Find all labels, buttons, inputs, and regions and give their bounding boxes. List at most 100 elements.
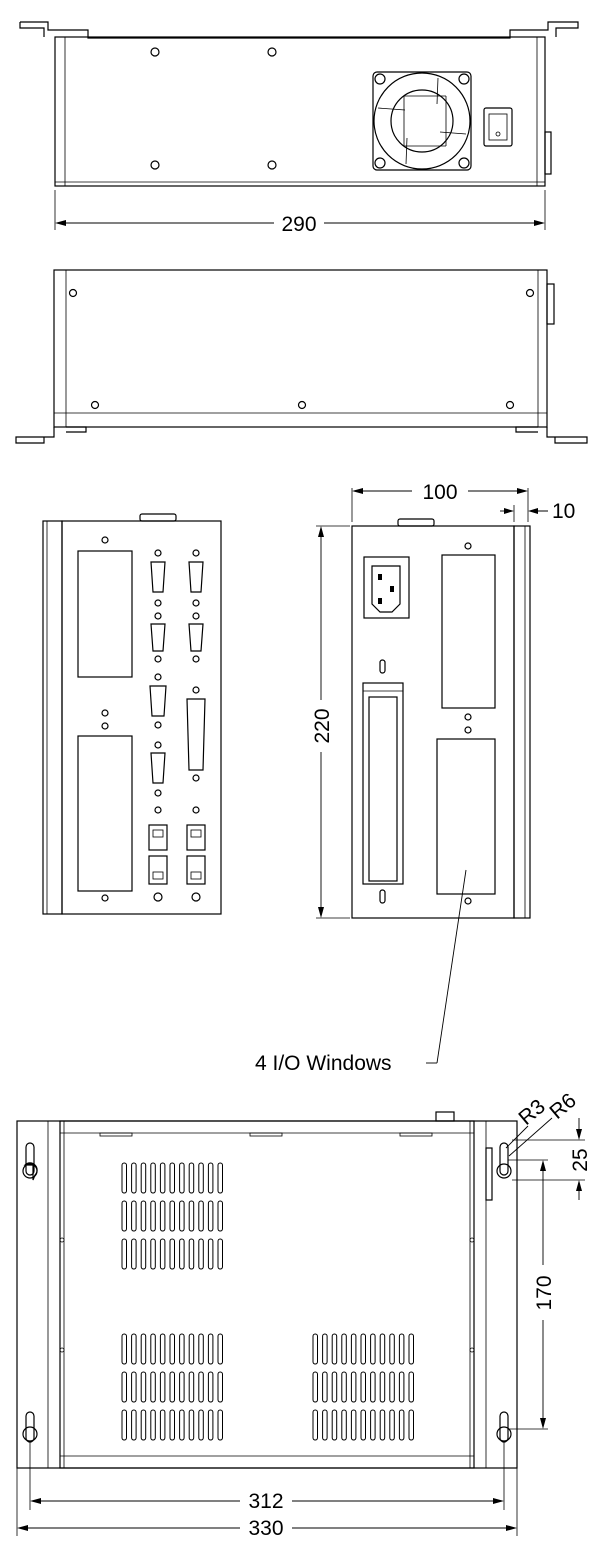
vent-slot <box>379 1409 386 1441</box>
vent-slot <box>370 1371 376 1403</box>
front-panel-view: 100 10 220 4 I/O Windows <box>255 481 575 1075</box>
vent-slot <box>188 1371 195 1403</box>
vent-slot <box>131 1371 137 1403</box>
side-tab <box>544 131 552 175</box>
screw-hole <box>297 400 307 410</box>
power-switch-icon <box>483 107 513 147</box>
fan-icon <box>372 71 472 171</box>
vent-slot <box>341 1409 347 1441</box>
vent-slot <box>341 1371 347 1403</box>
vent-slot <box>322 1409 328 1441</box>
dimension-height-220: 220 <box>311 708 334 743</box>
screw-hole <box>101 894 109 902</box>
vent-slot <box>198 1333 204 1365</box>
vent-slot <box>207 1409 214 1441</box>
screw-hole <box>101 536 109 544</box>
dimension-width-100: 100 <box>422 481 457 504</box>
vent-slot <box>217 1200 223 1232</box>
vent-slot <box>131 1238 137 1270</box>
side-tab <box>546 283 555 325</box>
vent-slot <box>169 1371 175 1403</box>
vent-slot <box>350 1409 357 1441</box>
vent-slot <box>121 1238 127 1270</box>
vent-slot <box>188 1409 195 1441</box>
vent-slot <box>131 1409 137 1441</box>
vent-slot <box>217 1333 223 1365</box>
screw-hole <box>464 897 472 905</box>
vent-slot <box>150 1371 156 1403</box>
keyhole-slot <box>22 1142 512 1443</box>
switch-top-icon <box>397 518 435 527</box>
vent-slot <box>217 1371 223 1403</box>
vent-slot <box>350 1333 357 1365</box>
vent-slot <box>188 1333 195 1365</box>
vent-slot <box>140 1238 147 1270</box>
side-tab <box>485 1147 493 1201</box>
vent-slot <box>150 1333 156 1365</box>
vent-slot <box>331 1409 338 1441</box>
vent-slot <box>198 1238 204 1270</box>
vent-slot <box>121 1162 127 1194</box>
vent-slot <box>207 1333 214 1365</box>
vent-slot <box>179 1162 185 1194</box>
vent-slot <box>198 1371 204 1403</box>
vent-slot <box>131 1200 137 1232</box>
vent-slot <box>159 1162 166 1194</box>
vent-slot <box>207 1200 214 1232</box>
dimension-slot-25: 25 <box>569 1148 592 1171</box>
vent-slot <box>198 1409 204 1441</box>
vent-slot <box>389 1333 395 1365</box>
rear-io-view <box>42 513 222 915</box>
vent-slot <box>150 1200 156 1232</box>
vent-slot <box>370 1333 376 1365</box>
vent-slot <box>121 1409 127 1441</box>
parallel-port-icon <box>186 686 206 782</box>
vent-slot <box>179 1371 185 1403</box>
vent-slot <box>121 1333 127 1365</box>
screw-hole <box>464 713 472 721</box>
io-window-mesh <box>77 550 133 678</box>
vent-slot <box>150 1162 156 1194</box>
vent-slot <box>169 1162 175 1194</box>
vent-slot <box>408 1409 414 1441</box>
mounting-plate <box>16 1120 518 1469</box>
front-view <box>15 269 588 444</box>
vent-slot <box>121 1371 127 1403</box>
vent-slot <box>408 1333 414 1365</box>
vent-slot <box>159 1200 166 1232</box>
db9-connector-icon <box>149 549 204 797</box>
vent-slot <box>159 1333 166 1365</box>
vent-slot <box>360 1409 366 1441</box>
vent-slot <box>217 1238 223 1270</box>
screw-hole <box>101 722 109 730</box>
vent-slot <box>379 1333 386 1365</box>
vent-slot <box>360 1371 366 1403</box>
vent-slot <box>217 1409 223 1441</box>
screw-hole <box>101 709 109 717</box>
vent-slot <box>312 1371 318 1403</box>
vent-slot <box>140 1162 147 1194</box>
screw-hole <box>525 288 535 298</box>
vent-slot <box>140 1409 147 1441</box>
vent-slot <box>179 1200 185 1232</box>
power-inlet-icon <box>363 556 410 619</box>
vent-slot <box>398 1371 405 1403</box>
usb-port-icon <box>148 806 206 902</box>
vent-slot <box>379 1371 386 1403</box>
screw-hole <box>90 400 100 410</box>
dimension-width-312: 312 <box>248 1490 283 1513</box>
vent-slot <box>131 1162 137 1194</box>
vent-slots <box>121 1162 414 1441</box>
vent-slot <box>331 1371 338 1403</box>
vent-slot <box>159 1371 166 1403</box>
vent-slot <box>322 1333 328 1365</box>
vent-slot <box>140 1371 147 1403</box>
vent-slot <box>179 1238 185 1270</box>
screw-hole <box>267 47 277 57</box>
rear-panel <box>61 520 222 915</box>
io-window-mesh <box>436 738 496 895</box>
vent-slot <box>198 1200 204 1232</box>
vent-slot <box>169 1238 175 1270</box>
vent-slot <box>188 1238 195 1270</box>
vent-slot <box>350 1371 357 1403</box>
